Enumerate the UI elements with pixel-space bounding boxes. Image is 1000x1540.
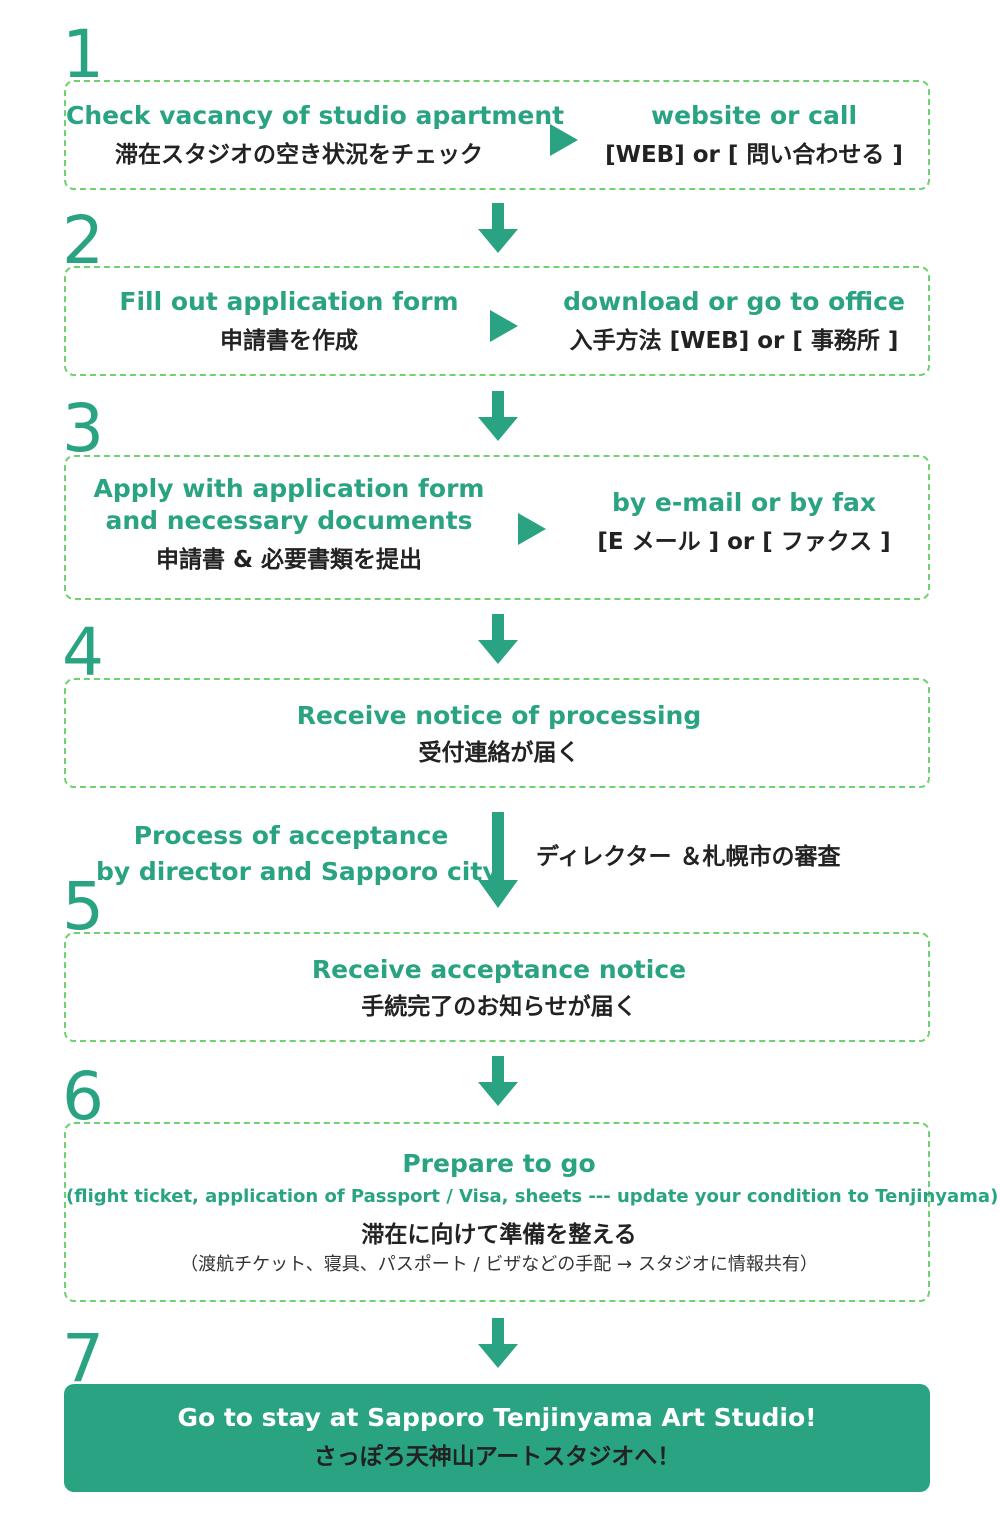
step-7-en: Go to stay at Sapporo Tenjinyama Art Stu… (177, 1403, 817, 1432)
step-2-box: Fill out application form 申請書を作成 downloa… (64, 266, 930, 376)
step-2-left-en: Fill out application form (119, 287, 459, 316)
step-number-6: 6 (62, 1058, 104, 1135)
step-6-en-sub: (flight ticket, application of Passport … (66, 1186, 999, 1207)
step-7-jp: さっぽろ天神山アートスタジオへ！ (313, 1444, 681, 1470)
step-1-right-en: website or call (650, 101, 858, 130)
step-number-3: 3 (62, 390, 104, 467)
step-4-jp: 受付連絡が届く (418, 740, 580, 766)
down-arrow-icon (478, 1318, 518, 1368)
process-en-2: by director and Sapporo city (96, 857, 499, 886)
step-3-right-en: by e-mail or by fax (612, 488, 876, 517)
step-2-left-jp: 申請書を作成 (220, 328, 358, 354)
step-4-en: Receive notice of processing (296, 701, 702, 730)
step-5-en: Receive acceptance notice (311, 955, 687, 984)
down-arrow-icon (478, 391, 518, 441)
step-3-triangle-icon (518, 513, 546, 545)
step-1-right-jp: [WEB] or [ 問い合わせる ] (605, 142, 903, 168)
long-down-arrow-icon (478, 812, 518, 908)
step-number-7: 7 (62, 1320, 104, 1397)
down-arrow-icon (478, 1056, 518, 1106)
step-number-2: 2 (62, 202, 104, 279)
step-3-right-jp: [E メール ] or [ ファクス ] (597, 529, 891, 555)
step-2-right-jp: 入手方法 [WEB] or [ 事務所 ] (569, 328, 899, 354)
step-3-left-en-2: and necessary documents (105, 506, 473, 535)
step-1-left-en: Check vacancy of studio apartment (66, 101, 565, 130)
step-number-1: 1 (62, 16, 104, 93)
step-2-right-en: download or go to office (563, 287, 905, 316)
step-5-jp: 手続完了のお知らせが届く (361, 994, 637, 1020)
step-1-left-jp: 滞在スタジオの空き状況をチェック (115, 142, 483, 168)
down-arrow-icon (478, 614, 518, 664)
step-6-en: Prepare to go (402, 1149, 596, 1178)
final-box: Go to stay at Sapporo Tenjinyama Art Stu… (64, 1384, 930, 1492)
step-1-triangle-icon (550, 124, 578, 156)
step-3-left-en-1: Apply with application form (93, 474, 485, 503)
step-6-jp-sub: （渡航チケット、寝具、パスポート / ビザなどの手配 → スタジオに情報共有） (180, 1254, 818, 1275)
step-number-4: 4 (62, 614, 104, 691)
step-1-box: Check vacancy of studio apartment 滞在スタジオ… (64, 80, 930, 190)
step-5-box: Receive acceptance notice 手続完了のお知らせが届く (64, 932, 930, 1042)
step-6-jp: 滞在に向けて準備を整える (361, 1222, 637, 1248)
step-6-box: Prepare to go (flight ticket, applicatio… (64, 1122, 999, 1302)
process-jp: ディレクター ＆札幌市の審査 (536, 844, 841, 870)
process-en-1: Process of acceptance (133, 821, 449, 850)
step-3-box: Apply with application form and necessar… (64, 455, 930, 600)
step-4-box: Receive notice of processing 受付連絡が届く (64, 678, 930, 788)
step-2-triangle-icon (490, 310, 518, 342)
down-arrow-icon (478, 203, 518, 253)
step-3-left-jp: 申請書 & 必要書類を提出 (155, 547, 423, 573)
step-number-5: 5 (62, 868, 104, 945)
